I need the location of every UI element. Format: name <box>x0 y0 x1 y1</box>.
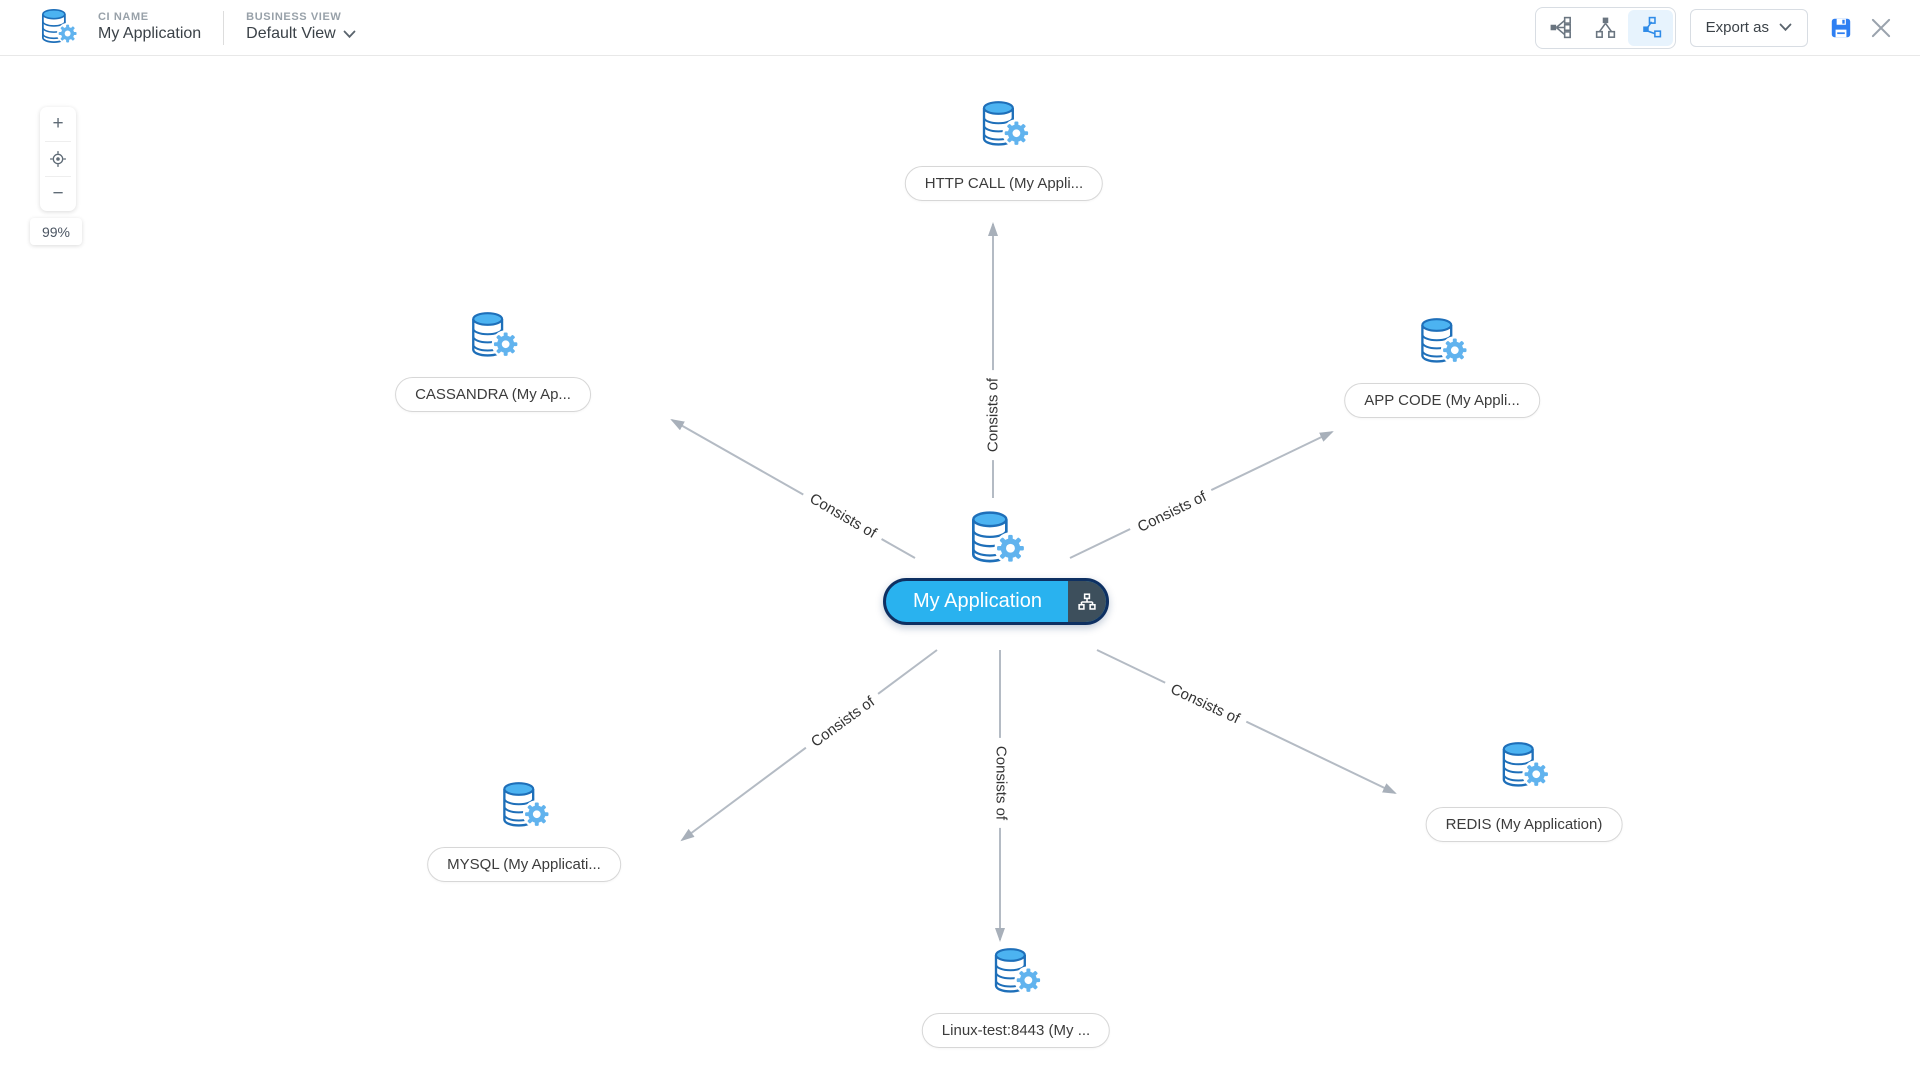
business-view-selector[interactable]: Default View <box>246 24 356 44</box>
zoom-out-button[interactable]: − <box>40 177 76 211</box>
node-label[interactable]: CASSANDRA (My Ap... <box>395 377 591 412</box>
node-label[interactable]: MYSQL (My Applicati... <box>427 847 621 882</box>
node-http-call[interactable]: HTTP CALL (My Appli... <box>904 99 1104 201</box>
center-node-pill[interactable]: My Application <box>883 578 1109 625</box>
close-icon <box>1871 18 1891 37</box>
edge-label-http-call: Consists of <box>983 369 1003 461</box>
layout-horizontal-tree-button[interactable] <box>1538 10 1583 46</box>
expand-topology-button[interactable] <box>1067 581 1106 622</box>
crosshair-target-icon <box>50 151 66 167</box>
fit-to-screen-button[interactable] <box>40 142 76 176</box>
layout-switcher <box>1534 6 1676 49</box>
chevron-down-icon <box>1779 23 1792 32</box>
node-redis[interactable]: REDIS (My Application) <box>1425 740 1623 842</box>
close-button[interactable] <box>1864 11 1898 45</box>
divider <box>45 141 71 142</box>
database-gear-icon <box>963 509 1029 571</box>
database-gear-icon <box>495 780 553 834</box>
zoom-controls: + − <box>40 107 76 211</box>
layout-radial-tree-button[interactable] <box>1627 9 1673 46</box>
database-gear-icon <box>1413 316 1471 370</box>
node-my-application-center[interactable]: My Application <box>883 509 1109 625</box>
edge-label-linux-test: Consists of <box>991 737 1011 829</box>
node-linux-test[interactable]: Linux-test:8443 (My ... <box>921 946 1111 1048</box>
node-label[interactable]: APP CODE (My Appli... <box>1344 383 1540 418</box>
chevron-down-icon <box>343 30 356 38</box>
vertical-tree-icon <box>1595 17 1615 38</box>
ci-database-gear-icon <box>36 7 80 49</box>
ci-name-block: CI NAME My Application <box>98 11 201 45</box>
topology-header: CI NAME My Application BUSINESS VIEW Def… <box>0 0 1920 56</box>
database-gear-icon <box>464 310 522 364</box>
divider <box>45 176 71 177</box>
radial-tree-icon <box>1642 16 1661 38</box>
zoom-in-button[interactable]: + <box>40 107 76 141</box>
node-mysql[interactable]: MYSQL (My Applicati... <box>427 780 621 882</box>
database-gear-icon <box>987 946 1045 1000</box>
zoom-percent-badge: 99% <box>30 218 82 245</box>
node-cassandra[interactable]: CASSANDRA (My Ap... <box>395 310 591 412</box>
node-label[interactable]: Linux-test:8443 (My ... <box>921 1013 1111 1048</box>
layout-vertical-tree-button[interactable] <box>1583 10 1628 46</box>
ci-name-label: CI NAME <box>98 10 149 23</box>
header-divider <box>223 10 225 45</box>
node-app-code[interactable]: APP CODE (My Appli... <box>1344 316 1540 418</box>
business-view-block: BUSINESS VIEW Default View <box>246 11 356 45</box>
save-button[interactable] <box>1824 11 1858 45</box>
database-gear-icon <box>1495 740 1553 794</box>
database-gear-icon <box>975 99 1033 153</box>
business-view-value: Default View <box>246 25 336 43</box>
sitemap-icon <box>1078 592 1096 610</box>
node-label[interactable]: HTTP CALL (My Appli... <box>904 166 1104 201</box>
node-label[interactable]: REDIS (My Application) <box>1425 807 1623 842</box>
ci-name-value: My Application <box>98 25 202 43</box>
center-node-label: My Application <box>913 590 1042 612</box>
export-as-label: Export as <box>1705 19 1769 36</box>
export-as-button[interactable]: Export as <box>1689 8 1808 47</box>
horizontal-tree-icon <box>1550 16 1571 39</box>
business-view-label: BUSINESS VIEW <box>246 10 342 23</box>
save-floppy-icon <box>1831 18 1851 37</box>
